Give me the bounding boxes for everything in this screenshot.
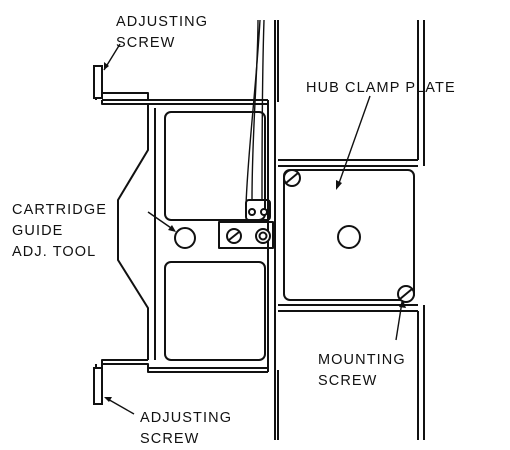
label-cartridge-1: CARTRIDGE [12,202,107,218]
rail-column [274,20,425,440]
upper-window [164,111,266,221]
hub-center-hole [337,225,361,249]
bracket-frame [95,68,276,403]
label-adjusting-screw-top-2: SCREW [116,35,175,51]
label-hub-clamp-plate: HUB CLAMP PLATE [306,80,456,96]
label-mounting-screw-2: SCREW [318,373,377,389]
label-cartridge-3: ADJ. TOOL [12,244,96,260]
label-adjusting-screw-bottom-2: SCREW [140,431,199,447]
mounting-screw [397,285,415,303]
label-adjusting-screw-bottom-1: ADJUSTING [140,410,232,426]
label-mounting-screw-1: MOUNTING [318,352,406,368]
adjusting-screw-top [93,65,103,99]
hub-clamp-plate [283,169,415,301]
cartridge-guide-hole [174,227,196,249]
lower-window [164,261,266,361]
adjusting-screw-bottom [93,367,103,405]
leader-lines [103,43,406,415]
label-cartridge-2: GUIDE [12,223,63,239]
sensor-wires [245,19,265,206]
sensor-block [218,199,274,249]
label-adjusting-screw-top-1: ADJUSTING [116,14,208,30]
clamp-plate-screw-top [283,169,301,187]
